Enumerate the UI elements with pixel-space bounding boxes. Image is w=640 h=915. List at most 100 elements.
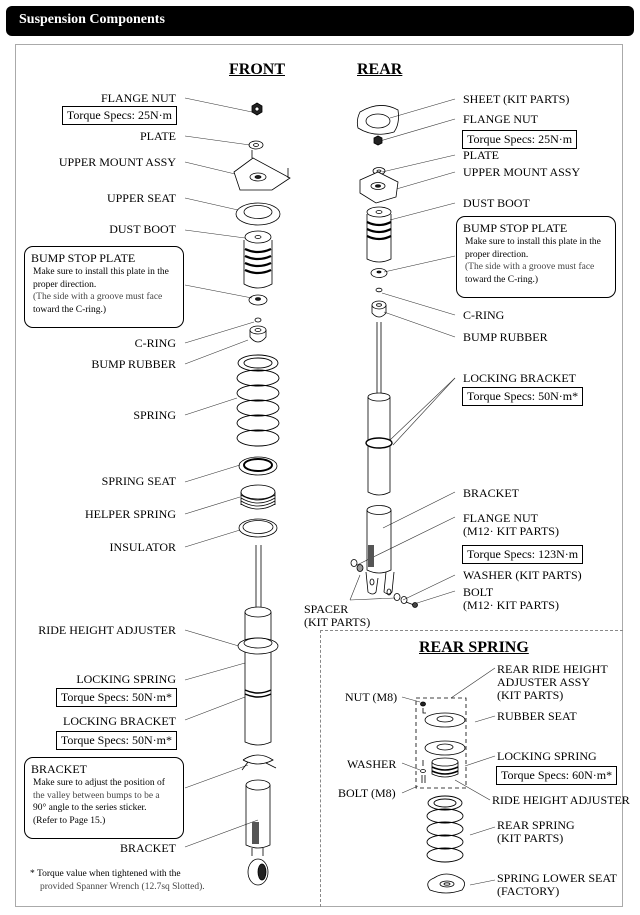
rs-label-rear-spring-sub: (KIT PARTS) xyxy=(497,831,564,845)
front-label-ride-height-adjuster: RIDE HEIGHT ADJUSTER xyxy=(38,623,176,637)
rs-label-lower-seat-sub: (FACTORY) xyxy=(497,884,560,898)
rear-label-flange-nut-m12: FLANGE NUT xyxy=(463,511,538,525)
rear-shock-part xyxy=(365,322,393,496)
rs-torque-locking-spring: Torque Specs: 60N·m* xyxy=(496,766,618,785)
rs-label-nut: NUT (M8) xyxy=(345,690,398,704)
front-label-spring-seat: SPRING SEAT xyxy=(101,474,176,488)
front-upper-seat-part xyxy=(235,202,281,226)
front-bracket-note: BRACKET Make sure to adjust the position… xyxy=(24,757,184,839)
note-line: (The side with a groove must face xyxy=(33,292,163,302)
rear-bracket-part xyxy=(365,505,395,596)
rear-dust-boot-part xyxy=(366,206,392,263)
rs-label-adjuster-assy-3: (KIT PARTS) xyxy=(497,688,564,702)
front-spring-part xyxy=(236,354,280,447)
rs-label-adjuster-assy-2: ADJUSTER ASSY xyxy=(497,675,591,689)
rear-spring-panel xyxy=(320,630,623,907)
rs-label-rubber-seat: RUBBER SEAT xyxy=(497,709,577,723)
front-upper-mount-part xyxy=(233,150,291,191)
rear-spring-leader-lines xyxy=(401,667,496,886)
front-shock-part xyxy=(237,545,279,746)
rear-hardware-parts xyxy=(350,559,418,608)
rear-label-c-ring: C-RING xyxy=(463,308,505,322)
front-torque-flange-nut: Torque Specs: 25N·m xyxy=(61,106,177,125)
rear-spring-rubber-seat-part xyxy=(424,712,466,728)
rs-label-adjuster-assy: REAR RIDE HEIGHT xyxy=(497,662,608,676)
rear-spring-adjuster-part xyxy=(431,757,459,778)
rear-label-dust-boot: DUST BOOT xyxy=(463,196,530,210)
front-bracket-part xyxy=(245,779,271,886)
note-line: the valley between bumps to be a xyxy=(33,790,160,801)
front-bump-stop-plate-part xyxy=(248,294,268,306)
note-line: Make sure to install this plate in the xyxy=(465,237,601,247)
front-label-bracket: BRACKET xyxy=(119,841,176,855)
front-bump-stop-note: BUMP STOP PLATE Make sure to install thi… xyxy=(24,246,184,328)
rear-spring-coil-part xyxy=(426,795,464,863)
rear-bump-stop-plate-part xyxy=(370,268,388,278)
torque-footnote: * Torque value when tightened with the p… xyxy=(30,868,205,894)
front-leader-lines xyxy=(184,97,259,848)
front-spring-seat-part xyxy=(238,456,278,476)
front-plate-part xyxy=(248,140,264,150)
rear-c-ring-part xyxy=(375,287,383,293)
rear-bump-rubber-part xyxy=(371,300,387,318)
note-line: toward the C-ring.) xyxy=(465,274,539,285)
rear-spring-nut-part xyxy=(420,701,426,766)
front-label-upper-mount: UPPER MOUNT ASSY xyxy=(58,155,176,169)
rear-label-spacer-sub: (KIT PARTS) xyxy=(304,615,371,629)
rs-label-washer: WASHER xyxy=(347,757,397,771)
rear-torque-locking-bracket: Torque Specs: 50N·m* xyxy=(462,387,584,406)
note-line: proper direction. xyxy=(465,249,529,260)
front-label-helper-spring: HELPER SPRING xyxy=(84,507,176,521)
rs-label-ride-height-adjuster: RIDE HEIGHT ADJUSTER xyxy=(492,793,630,807)
front-label-upper-seat: UPPER SEAT xyxy=(106,191,176,205)
rear-torque-flange-nut-m12: Torque Specs: 123N·m xyxy=(462,545,584,564)
note-title: BRACKET xyxy=(31,762,88,776)
rear-label-bolt-sub: (M12· KIT PARTS) xyxy=(463,598,559,612)
rear-flange-nut-part xyxy=(373,135,383,146)
front-label-dust-boot: DUST BOOT xyxy=(109,222,176,236)
note-line: Make sure to adjust the position of xyxy=(33,778,165,788)
front-label-locking-bracket: LOCKING BRACKET xyxy=(63,714,176,728)
rear-leader-lines xyxy=(349,98,456,605)
note-line: toward the C-ring.) xyxy=(33,304,107,315)
front-flange-nut-part xyxy=(251,102,263,116)
rs-label-locking-spring: LOCKING SPRING xyxy=(497,749,597,763)
rear-label-sheet: SHEET (KIT PARTS) xyxy=(463,92,570,106)
front-c-ring-part xyxy=(254,317,262,323)
rear-label-washer: WASHER (KIT PARTS) xyxy=(463,568,582,582)
front-bump-rubber-part xyxy=(249,325,267,343)
rear-upper-mount-part xyxy=(359,171,399,204)
front-helper-spring-part xyxy=(240,484,276,510)
front-dust-boot-part xyxy=(243,230,273,289)
front-label-flange-nut: FLANGE NUT xyxy=(101,91,176,105)
adjuster-assy-outline xyxy=(415,697,467,789)
rs-label-rear-spring: REAR SPRING xyxy=(497,818,575,832)
footnote-line: provided Spanner Wrench (12.7sq Slotted)… xyxy=(40,882,205,892)
front-torque-locking-spring: Torque Specs: 50N·m* xyxy=(55,688,177,707)
front-insulator-part xyxy=(238,518,278,538)
front-label-c-ring: C-RING xyxy=(134,336,176,350)
rear-spring-washer-bolt-part xyxy=(420,769,426,783)
rear-label-bracket: BRACKET xyxy=(463,486,520,500)
rear-spring-lower-seat-part xyxy=(427,873,465,894)
rs-label-bolt: BOLT (M8) xyxy=(338,786,396,800)
front-label-plate: PLATE xyxy=(140,129,176,143)
rear-spring-lower-plate-part xyxy=(424,740,466,756)
rear-torque-flange-nut: Torque Specs: 25N·m xyxy=(462,130,578,149)
front-locking-bracket-part xyxy=(241,754,277,771)
rear-label-locking-bracket: LOCKING BRACKET xyxy=(463,371,576,385)
note-line: 90° angle to the series sticker. xyxy=(33,803,147,813)
rear-label-flange-nut: FLANGE NUT xyxy=(463,112,538,126)
rear-label-plate: PLATE xyxy=(463,148,499,162)
rear-title: REAR xyxy=(357,61,403,78)
rear-label-spacer: SPACER xyxy=(304,602,349,616)
front-label-insulator: INSULATOR xyxy=(109,540,176,554)
section-header: Suspension Components xyxy=(6,6,634,36)
rear-label-bolt: BOLT xyxy=(463,585,494,599)
note-line: proper direction. xyxy=(33,279,97,290)
footnote-line: * Torque value when tightened with the xyxy=(30,869,181,879)
rs-label-lower-seat: SPRING LOWER SEAT xyxy=(497,871,618,885)
diagram-frame xyxy=(15,44,623,907)
front-title: FRONT xyxy=(229,61,285,78)
